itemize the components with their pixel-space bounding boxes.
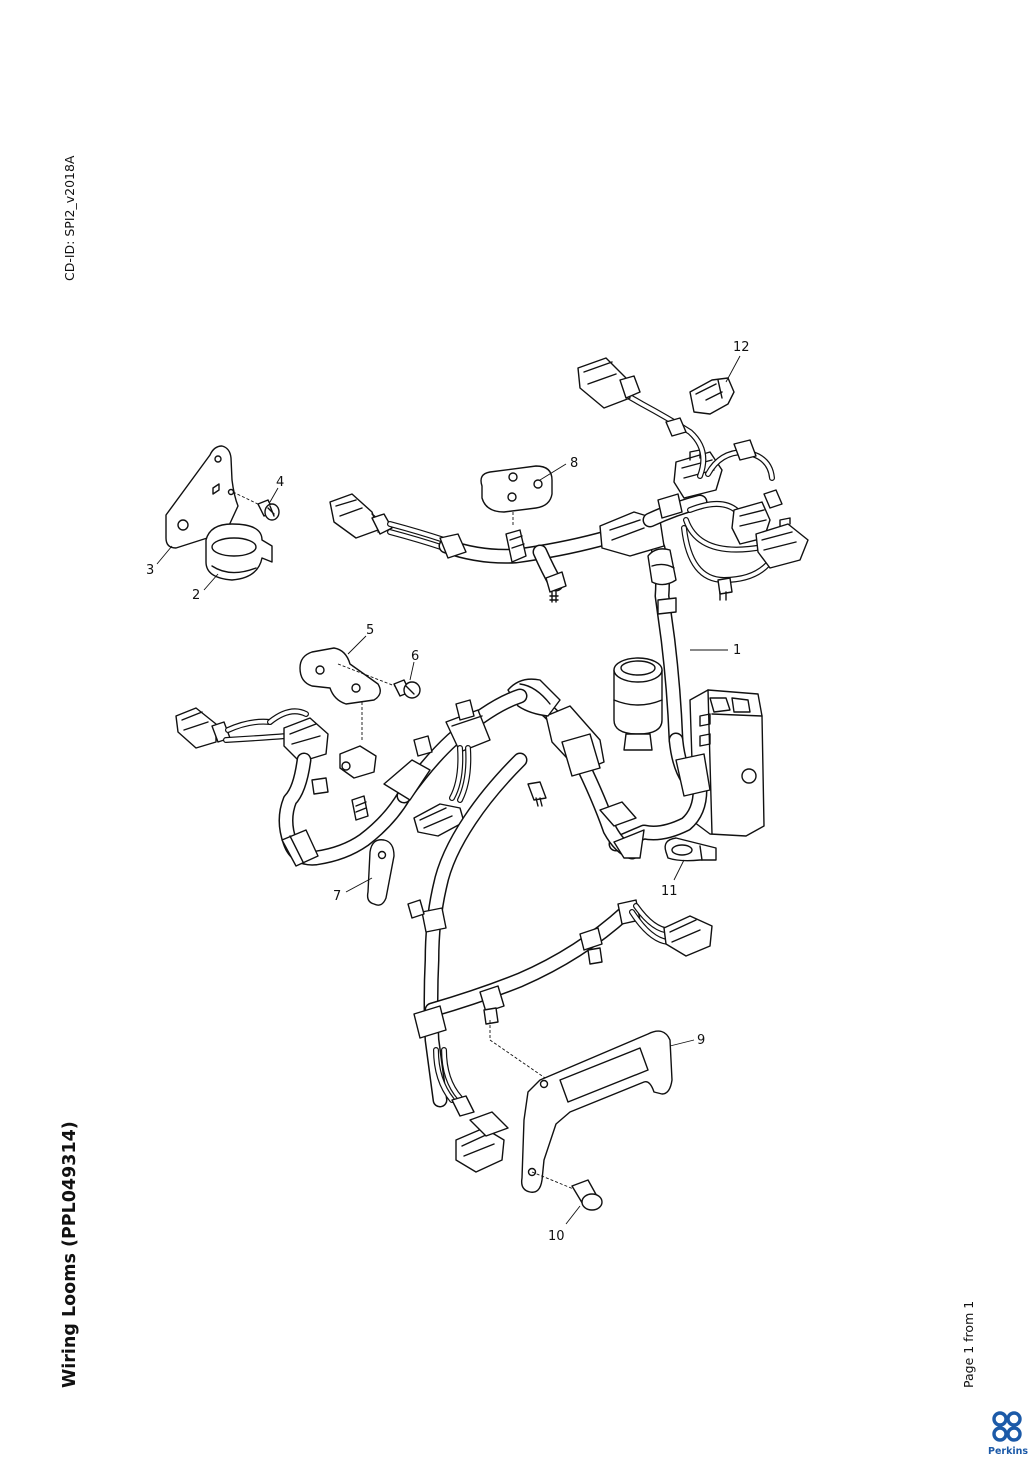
part-11-clip xyxy=(664,837,717,862)
ecu-module xyxy=(689,689,765,837)
callout-number: 7 xyxy=(333,889,341,904)
lower-main-harness xyxy=(507,678,711,860)
callout-number: 8 xyxy=(570,456,578,471)
callout-4: 4 xyxy=(269,475,284,503)
lower-left-harness xyxy=(175,688,547,867)
callout-5: 5 xyxy=(347,623,374,655)
callout-7: 7 xyxy=(333,877,373,904)
callout-1: 1 xyxy=(690,643,741,658)
part-10-bolt xyxy=(531,1171,603,1211)
callout-number: 6 xyxy=(411,649,419,664)
callout-2: 2 xyxy=(192,573,219,603)
canister xyxy=(613,657,663,751)
upper-harness xyxy=(329,357,809,748)
callout-12: 12 xyxy=(725,340,750,383)
bottom-harness xyxy=(407,752,713,1173)
callout-number: 9 xyxy=(697,1033,705,1048)
callout-number: 2 xyxy=(192,588,200,603)
perkins-logo: Perkins xyxy=(988,1411,1028,1457)
callout-10: 10 xyxy=(548,1205,581,1244)
callout-6: 6 xyxy=(409,649,419,681)
part-2-p-clip xyxy=(205,523,273,581)
part-6-bolt xyxy=(393,679,421,699)
callout-3: 3 xyxy=(146,545,173,578)
part-4-screw xyxy=(232,491,280,521)
callout-number: 3 xyxy=(146,563,154,578)
callout-11: 11 xyxy=(661,859,685,899)
callout-number: 4 xyxy=(276,475,284,490)
callout-number: 1 xyxy=(733,643,741,658)
logo-wordmark: Perkins xyxy=(988,1446,1028,1457)
part-7-bracket xyxy=(366,839,395,906)
callout-9: 9 xyxy=(669,1033,705,1048)
callout-number: 5 xyxy=(366,623,374,638)
part-8-bracket xyxy=(480,465,553,526)
callout-number: 10 xyxy=(548,1229,565,1244)
callout-number: 11 xyxy=(661,884,678,899)
callout-number: 12 xyxy=(733,340,750,355)
callout-8: 8 xyxy=(539,456,578,481)
part-12-connector-cover xyxy=(689,377,735,415)
part-9-bracket xyxy=(520,1030,673,1193)
part-5-bracket xyxy=(299,647,401,740)
